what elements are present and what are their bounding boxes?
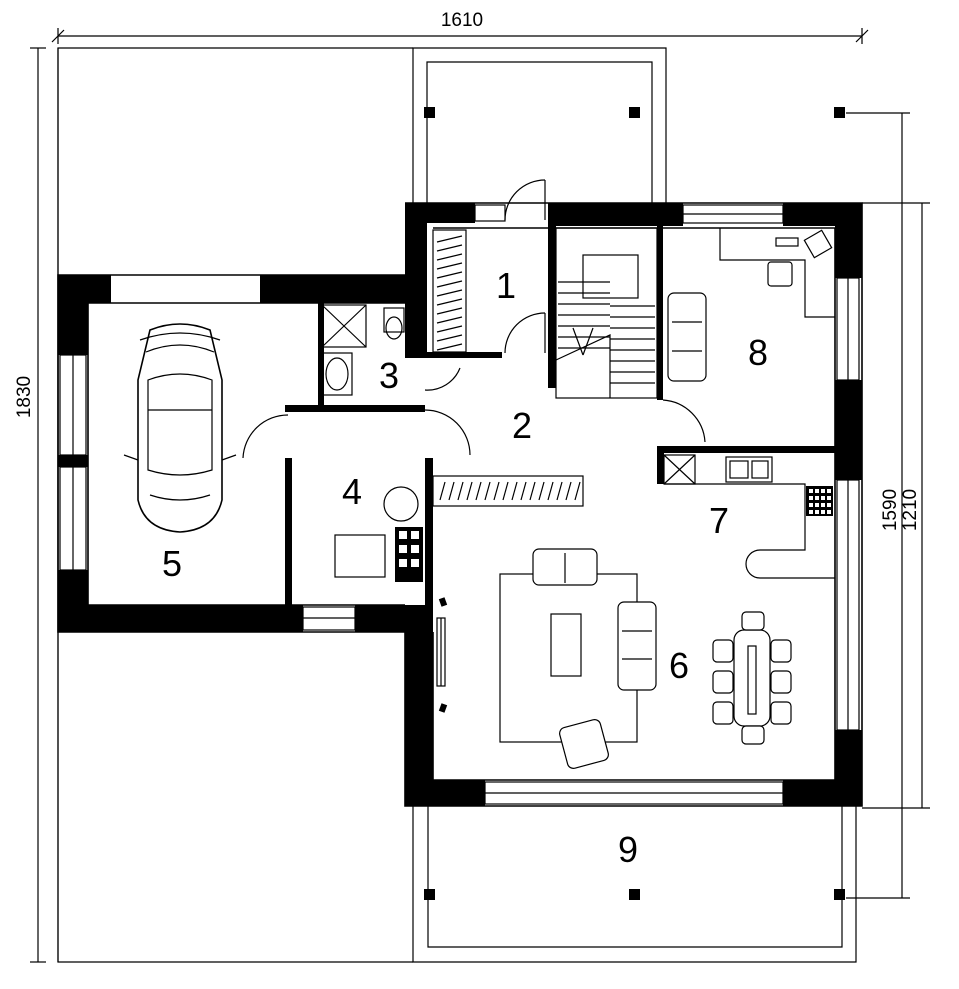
study-furniture — [667, 228, 835, 382]
dim-top: 1610 — [441, 10, 483, 31]
room-label-2: 2 — [512, 405, 532, 446]
dimension-labels: 1610 1830 1590 1210 — [14, 10, 921, 531]
room-label-5: 5 — [162, 543, 182, 584]
living-furniture — [436, 548, 657, 769]
room-label-1: 1 — [496, 265, 516, 306]
room-label-3: 3 — [379, 355, 399, 396]
room-label-4: 4 — [342, 471, 362, 512]
room-label-9: 9 — [618, 829, 638, 870]
dim-right-outer: 1590 — [880, 489, 901, 531]
hall-wardrobe — [432, 475, 584, 507]
room-label-7: 7 — [709, 500, 729, 541]
room-label-8: 8 — [748, 332, 768, 373]
room-labels: 1 2 3 4 5 6 7 8 9 — [162, 265, 768, 870]
wardrobe-1 — [432, 229, 467, 353]
dining-table — [712, 611, 792, 745]
doors — [242, 179, 706, 459]
top-terrace — [412, 47, 845, 205]
garage-walls — [57, 274, 433, 633]
room-label-6: 6 — [669, 645, 689, 686]
staircase — [555, 227, 658, 399]
car — [123, 323, 237, 533]
dim-left: 1830 — [14, 376, 35, 418]
dimension-lines — [30, 28, 930, 963]
kitchen-fixtures — [663, 454, 835, 579]
dim-right-inner: 1210 — [900, 489, 921, 531]
walls — [404, 202, 863, 807]
bathroom-fixtures — [321, 304, 405, 396]
bottom-terrace — [412, 806, 857, 963]
utility-fixtures — [334, 486, 423, 582]
